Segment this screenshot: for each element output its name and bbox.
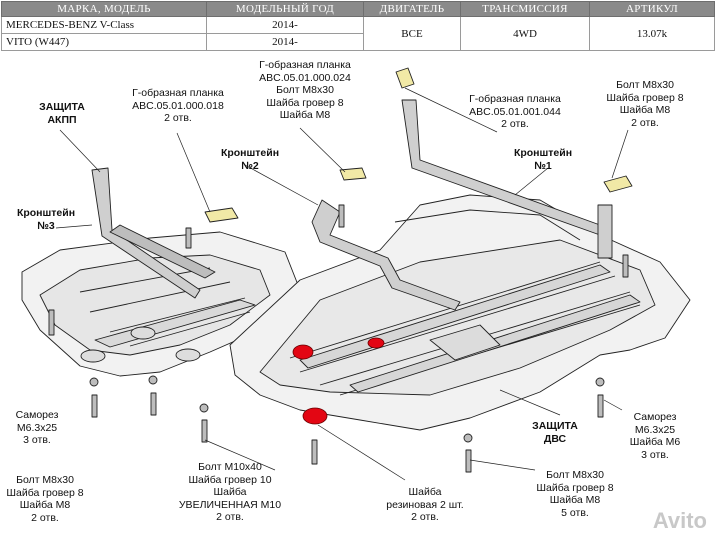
rubber-washer — [292, 344, 314, 360]
label-l-plate-044: Г-образная планка ABC.05.01.001.044 2 от… — [469, 93, 561, 130]
cell-transmission: 4WD — [460, 16, 590, 51]
label-screw-right: Саморез М6.3х25 Шайба М6 3 отв. — [629, 411, 681, 461]
label-rubber-washer: Шайба резиновая 2 шт. 2 отв. — [386, 486, 464, 523]
engine-guard — [229, 194, 691, 431]
fasteners — [48, 204, 629, 473]
watermark-logo: Avito — [652, 508, 707, 533]
leader-lines — [55, 87, 629, 481]
header-year: МОДЕЛЬНЫЙ ГОД — [206, 1, 364, 17]
label-l-plate-024: Г-образная планка ABC.05.01.000.024 Болт… — [259, 59, 351, 121]
l-plate-right — [603, 175, 633, 193]
header-engine: ДВИГАТЕЛЬ — [363, 1, 461, 17]
label-bolt-m8-bottom-right: Болт М8х30 Шайба гровер 8 Шайба М8 5 отв… — [536, 469, 614, 519]
bracket-1 — [401, 99, 613, 259]
rubber-washer — [367, 337, 385, 349]
label-bolt-m8-right-top: Болт М8х30 Шайба гровер 8 Шайба М8 2 отв… — [606, 79, 684, 129]
label-transmission-guard: ЗАЩИТА АКПП — [39, 101, 85, 126]
cell-year: 2014- — [206, 33, 364, 51]
label-bracket-1: Кронштейн №1 — [513, 147, 573, 172]
rubber-washers — [292, 337, 385, 425]
rubber-washer — [302, 407, 328, 425]
l-plate-018 — [204, 207, 239, 223]
l-plate-044 — [395, 67, 415, 89]
cell-model: VITO (W447) — [1, 33, 207, 51]
table-row: MERCEDES-BENZ V-Class 2014- ВСЕ 4WD 13.0… — [1, 16, 715, 51]
bracket-3 — [91, 167, 216, 299]
label-bracket-3: Кронштейн №3 — [16, 207, 76, 232]
label-bolt-m8-left-bottom: Болт М8х30 Шайба гровер 8 Шайба М8 2 отв… — [6, 474, 84, 524]
label-l-plate-018: Г-образная планка ABC.05.01.000.018 2 от… — [132, 87, 224, 124]
label-screw-left: Саморез М6.3х25 3 отв. — [15, 409, 59, 446]
spec-table: МАРКА, МОДЕЛЬ МОДЕЛЬНЫЙ ГОД ДВИГАТЕЛЬ ТР… — [1, 1, 715, 51]
label-engine-guard: ЗАЩИТА ДВС — [532, 420, 578, 445]
label-bolt-m10: Болт М10х40 Шайба гровер 10 Шайба УВЕЛИЧ… — [178, 461, 282, 523]
header-article: АРТИКУЛ — [589, 1, 715, 17]
cell-engine: ВСЕ — [363, 16, 461, 51]
label-bracket-2: Кронштейн №2 — [220, 147, 280, 172]
spec-table-header: МАРКА, МОДЕЛЬ МОДЕЛЬНЫЙ ГОД ДВИГАТЕЛЬ ТР… — [1, 1, 715, 17]
transmission-guard — [21, 231, 301, 377]
table-row: VITO (W447) 2014- — [1, 33, 715, 51]
l-plate-024 — [339, 167, 367, 181]
header-model: МАРКА, МОДЕЛЬ — [1, 1, 207, 17]
cell-article: 13.07k — [589, 16, 715, 51]
bracket-2 — [311, 199, 461, 311]
